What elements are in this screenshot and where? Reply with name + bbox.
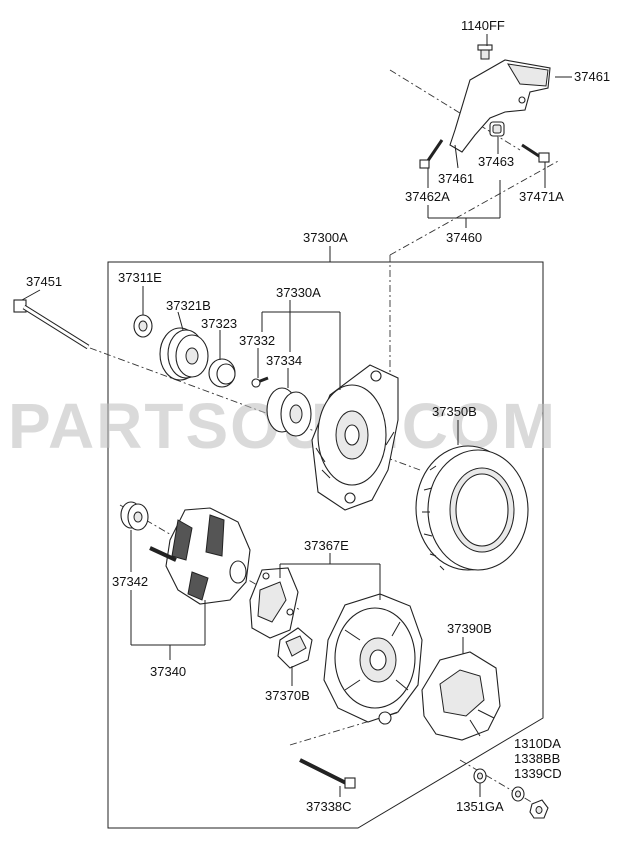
label-1310da: 1310DA	[514, 736, 561, 751]
assembly-frame	[107, 261, 544, 829]
label-37321b: 37321B	[166, 298, 211, 313]
label-37461-mid: 37461	[438, 171, 474, 186]
nut-37311e[interactable]	[133, 314, 153, 338]
axis-line-top	[389, 69, 521, 151]
stator-37350b[interactable]	[415, 445, 529, 571]
label-37342: 37342	[112, 574, 148, 589]
rear-housing[interactable]	[323, 593, 423, 725]
label-37471a: 37471A	[519, 189, 564, 204]
part-labels: 1140FF 37461 37463 37461 37462A 37471A 3…	[26, 18, 610, 814]
label-1140ff: 1140FF	[461, 18, 505, 33]
regulator-37370b[interactable]	[277, 627, 313, 669]
label-37338c: 37338C	[306, 799, 352, 814]
label-1339cd: 1339CD	[514, 766, 562, 781]
label-37463: 37463	[478, 154, 514, 169]
washer-1351ga[interactable]	[473, 768, 487, 784]
axis-line-nut	[459, 759, 546, 811]
label-37367e: 37367E	[304, 538, 349, 553]
bolt-37338c[interactable]	[299, 758, 356, 789]
rotor-37340[interactable]	[149, 507, 251, 605]
bearing-37334[interactable]	[266, 387, 312, 437]
label-1338bb: 1338BB	[514, 751, 560, 766]
screw-37332[interactable]	[251, 376, 269, 388]
pulley-37321b[interactable]	[159, 327, 209, 381]
nut-1310da[interactable]	[511, 786, 525, 802]
nut-1339cd[interactable]	[529, 799, 549, 819]
label-1351ga: 1351GA	[456, 799, 504, 814]
bolt-37462a[interactable]	[419, 139, 444, 169]
axis-line-bracket	[389, 159, 561, 256]
label-37460: 37460	[446, 230, 482, 245]
label-37462a: 37462A	[405, 189, 450, 204]
label-37461-top: 37461	[574, 69, 610, 84]
rear-cover-37390b[interactable]	[421, 651, 501, 741]
bushing-37463[interactable]	[489, 121, 505, 137]
label-37370b: 37370B	[265, 688, 310, 703]
bolt-1140ff[interactable]	[477, 44, 493, 60]
label-37330a: 37330A	[276, 285, 321, 300]
front-housing-37330a[interactable]	[311, 364, 399, 511]
axis-line-main	[89, 347, 421, 471]
leader-lines	[21, 34, 572, 797]
bearing-37342[interactable]	[120, 501, 149, 531]
label-37300a: 37300A	[303, 230, 348, 245]
label-37340: 37340	[150, 664, 186, 679]
label-37350b: 37350B	[432, 404, 477, 419]
axis-line-rotor	[119, 504, 301, 611]
label-37334: 37334	[266, 353, 302, 368]
label-37311e: 37311E	[118, 270, 162, 285]
bracket-37461[interactable]	[449, 59, 551, 153]
spacer-37323[interactable]	[208, 358, 236, 388]
brush-holder-37367e[interactable]	[249, 567, 299, 639]
label-37451: 37451	[26, 274, 62, 289]
label-37390b: 37390B	[447, 621, 492, 636]
label-37332: 37332	[239, 333, 275, 348]
bolt-37471a[interactable]	[521, 143, 550, 163]
through-bolt-37451[interactable]	[13, 299, 90, 350]
label-37323: 37323	[201, 316, 237, 331]
